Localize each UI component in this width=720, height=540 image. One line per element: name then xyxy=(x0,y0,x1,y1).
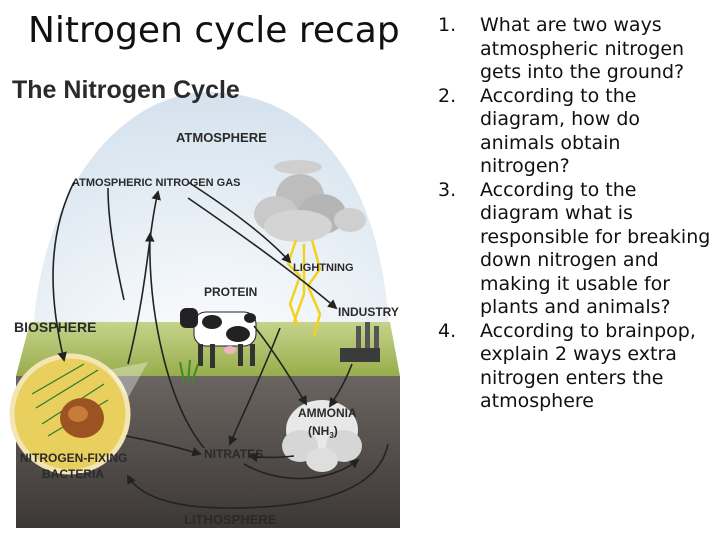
label-nitrates: NITRATES xyxy=(204,447,263,461)
arrow-industry-to-ammonia xyxy=(328,363,353,408)
cycle-arrows xyxy=(52,181,389,509)
label-industry: INDUSTRY xyxy=(338,305,399,319)
arrow-bacteria-to-gas xyxy=(127,190,161,365)
arrow-ammonia-to-nitrates xyxy=(248,452,295,462)
ammonia-icon xyxy=(282,400,362,472)
label-lithosphere: LITHOSPHERE xyxy=(184,512,277,527)
label-nitrogen-fixing-line1: NITROGEN-FIXING xyxy=(20,451,127,465)
arrow-nitrates-to-gas xyxy=(145,232,205,449)
arrow-gas-down-left xyxy=(52,181,75,362)
question-number: 3. xyxy=(438,178,457,201)
nitrogen-cycle-diagram: The Nitrogen Cycle ATMOSPHERE ATMOSPHERI… xyxy=(8,64,408,532)
question-number: 4. xyxy=(438,319,457,342)
question-item: 3. According to the diagram what is resp… xyxy=(432,179,714,320)
diagram-title: The Nitrogen Cycle xyxy=(12,76,240,104)
bacteria-inset xyxy=(9,353,131,475)
arrow-lightning-to-nitrates xyxy=(228,327,281,446)
arrow-gas-to-industry xyxy=(187,197,338,310)
inset-callout xyxy=(108,362,148,398)
factory-icon xyxy=(340,322,380,362)
arrow-bacteria-to-nitrates xyxy=(125,435,202,457)
arrow-gas-down-center xyxy=(107,187,125,301)
label-ammonia-formula: (NH3) xyxy=(308,424,338,440)
arrow-cow-to-ammonia xyxy=(253,325,307,406)
question-number: 2. xyxy=(438,84,457,107)
question-text: What are two ways atmospheric nitrogen g… xyxy=(480,14,685,83)
question-list: 1. What are two ways atmospheric nitroge… xyxy=(432,14,714,414)
question-text: According to brainpop, explain 2 ways ex… xyxy=(480,319,696,413)
question-text: According to the diagram, how do animals… xyxy=(480,84,641,178)
question-number: 1. xyxy=(438,14,457,36)
question-item: 1. What are two ways atmospheric nitroge… xyxy=(432,14,714,85)
label-atmospheric-gas: ATMOSPHERIC NITROGEN GAS xyxy=(72,177,240,189)
sky-dome xyxy=(32,92,390,364)
question-text: According to the diagram what is respons… xyxy=(480,178,711,319)
label-lightning: LIGHTNING xyxy=(293,262,354,274)
label-nitrogen-fixing-line2: BACTERIA xyxy=(42,467,104,481)
label-ammonia: AMMONIA xyxy=(298,406,357,420)
label-atmosphere: ATMOSPHERE xyxy=(176,130,267,145)
cloud-icon xyxy=(254,160,366,242)
arrow-gas-to-lightning xyxy=(187,181,292,264)
question-item: 4. According to brainpop, explain 2 ways… xyxy=(432,320,714,414)
arrow-nitrates-to-soil xyxy=(243,458,360,480)
grass-band xyxy=(16,322,400,376)
cow-icon xyxy=(180,308,257,368)
slide-title: Nitrogen cycle recap xyxy=(28,10,400,51)
label-biosphere: BIOSPHERE xyxy=(14,319,96,335)
grass-tuft-icon xyxy=(179,359,199,383)
question-item: 2. According to the diagram, how do anim… xyxy=(432,85,714,179)
label-protein: PROTEIN xyxy=(204,285,257,299)
arrow-soil-bottom-loop xyxy=(127,443,389,509)
